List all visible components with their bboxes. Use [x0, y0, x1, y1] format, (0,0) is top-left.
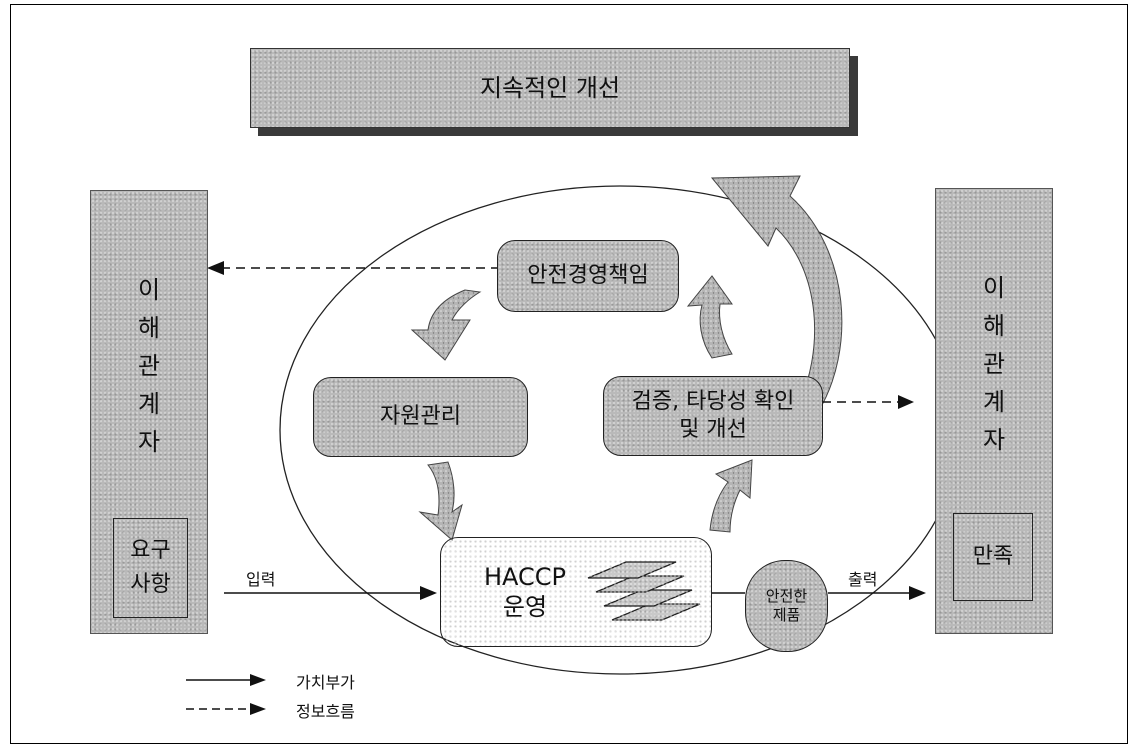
satisfaction-box: 만족: [953, 513, 1033, 601]
stakeholder-left-char: 이: [137, 276, 161, 304]
legend-solid-arrowhead: [250, 674, 266, 686]
stakeholder-right-char: 계: [982, 388, 1006, 416]
arrow-safety-to-resource: [410, 289, 482, 361]
verification-line: 검증, 타당성 확인: [631, 389, 795, 414]
satisfaction-text: 만족: [972, 544, 1014, 569]
stakeholder-left-char: 관: [137, 352, 161, 380]
stakeholder-left-char: 계: [137, 390, 161, 418]
requirements-box: 요구 사항: [113, 518, 188, 618]
stakeholder-right-char: 자: [982, 426, 1006, 454]
legend-value-added: 가치부가: [296, 673, 355, 692]
arrow-haccp-to-verify: [709, 459, 753, 533]
safety-management-box: 안전경영책임: [497, 240, 679, 312]
requirements-line: 요구: [130, 538, 171, 563]
stakeholder-right-char: 이: [982, 274, 1006, 302]
continuous-improvement-text: 지속적인 개선: [479, 74, 621, 102]
arrow-verify-to-safety: [686, 275, 733, 359]
verification-line: 및 개선: [679, 417, 747, 442]
input-label: 입력: [246, 570, 276, 589]
info-flow-left-arrowhead: [207, 261, 224, 275]
haccp-line: HACCP: [483, 563, 567, 591]
requirements-line: 사항: [130, 572, 171, 597]
continuous-improvement-banner: 지속적인 개선: [250, 48, 850, 128]
input-arrowhead: [420, 586, 437, 600]
legend-dashed-arrowhead: [250, 703, 266, 715]
safety-management-text: 안전경영책임: [527, 263, 649, 288]
output-label: 출력: [848, 570, 878, 589]
arrow-resource-to-haccp: [418, 461, 463, 541]
stakeholder-right-char: 해: [982, 312, 1006, 340]
safe-product-line: 안전한: [765, 587, 808, 605]
output-arrowhead: [909, 586, 926, 600]
stakeholder-right-char: 관: [982, 350, 1006, 378]
stakeholder-left-char: 자: [137, 428, 161, 456]
arrow-to-improvement: [710, 175, 843, 413]
safe-product-line: 제품: [772, 606, 801, 624]
resource-management-box: 자원관리: [313, 377, 528, 457]
resource-management-text: 자원관리: [380, 404, 461, 429]
info-flow-right-arrowhead: [898, 395, 914, 409]
safe-product-box: 안전한 제품: [745, 560, 828, 652]
legend-info-flow: 정보흐름: [296, 702, 355, 721]
stakeholder-left-char: 해: [137, 314, 161, 342]
haccp-line: 운영: [502, 593, 548, 621]
verification-box: 검증, 타당성 확인 및 개선: [603, 376, 823, 456]
haccp-operation-box: HACCP 운영: [440, 537, 712, 647]
layers-icon: [587, 561, 701, 621]
